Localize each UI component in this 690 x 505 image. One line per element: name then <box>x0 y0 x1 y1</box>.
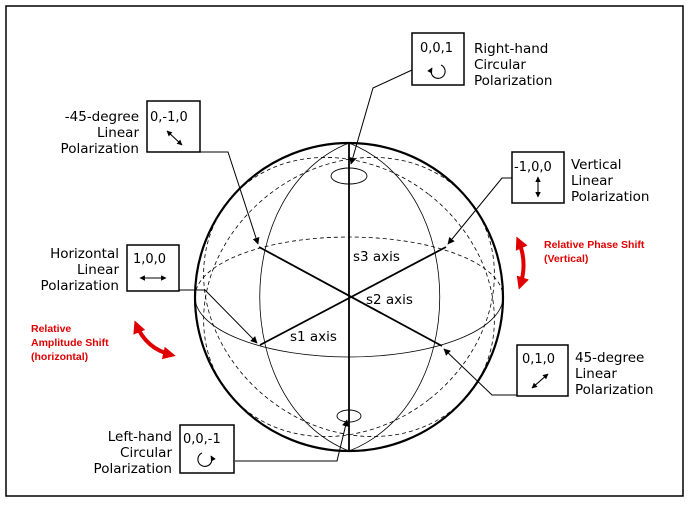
state-label-line3: Polarization <box>571 189 649 205</box>
phase-shift-label-line2: (Vertical) <box>544 253 588 265</box>
state-label-line2: Circular <box>474 57 526 73</box>
state-minus-45-degree-linear: -45-degree Linear Polarization 0,-1,0 <box>61 100 201 157</box>
amplitude-shift-label-line2: Amplitude Shift <box>31 337 109 349</box>
state-horizontal-linear: Horizontal Linear Polarization 1,0,0 <box>41 244 180 294</box>
state-label-line1: 45-degree <box>575 350 644 366</box>
counterclockwise-circle-arrow-icon <box>197 452 216 467</box>
state-box <box>179 424 235 474</box>
state-coordinate: 0,-1,0 <box>150 110 188 125</box>
amplitude-shift-arrow <box>133 320 176 360</box>
state-label-line3: Polarization <box>94 461 172 477</box>
state-box <box>126 244 180 292</box>
meridian-front-left <box>259 142 350 452</box>
amplitude-shift-label-line1: Relative <box>31 323 71 335</box>
meridian-front-right <box>348 142 441 452</box>
state-box <box>411 32 465 86</box>
state-label-line1: Horizontal <box>50 246 119 262</box>
phase-shift-arrow <box>515 236 529 290</box>
amplitude-shift-label-line3: (horizontal) <box>31 351 88 363</box>
state-coordinate: -1,0,0 <box>514 160 552 175</box>
leader-p45 <box>443 348 517 396</box>
s2-axis-label: s2 axis <box>366 292 413 308</box>
meridian-s2 <box>203 157 495 437</box>
leader-lhc <box>235 419 349 462</box>
state-coordinate: 0,0,-1 <box>183 432 221 447</box>
state-coordinate: 0,0,1 <box>420 41 453 56</box>
state-label-line3: Polarization <box>41 278 119 294</box>
state-label-line3: Polarization <box>575 382 653 398</box>
state-label-line2: Linear <box>575 366 617 382</box>
state-label-line1: Left-hand <box>108 429 172 445</box>
state-label-line1: -45-degree <box>65 109 139 125</box>
leader-vert <box>447 177 512 245</box>
state-coordinate: 0,1,0 <box>522 352 555 367</box>
meridian-s1 <box>203 157 495 437</box>
state-coordinate: 1,0,0 <box>133 252 166 267</box>
s2-axis-line <box>259 246 447 346</box>
state-label-line1: Vertical <box>571 157 622 173</box>
state-45-degree-linear: 0,1,0 45-degree Linear Polarization <box>516 344 653 398</box>
state-label-line2: Linear <box>571 173 613 189</box>
leader-rhc <box>349 69 413 165</box>
state-label-line3: Polarization <box>474 73 552 89</box>
leader-lines <box>130 69 517 462</box>
state-label-line3: Polarization <box>61 141 139 157</box>
state-label-line2: Linear <box>77 262 119 278</box>
state-box <box>146 100 201 153</box>
state-label-line1: Right-hand <box>474 41 548 57</box>
state-label-line2: Circular <box>120 445 172 461</box>
state-label-line2: Linear <box>97 125 139 141</box>
phase-shift-label-line1: Relative Phase Shift <box>544 239 645 251</box>
diagonal-double-arrow-icon <box>166 130 183 146</box>
clockwise-circle-arrow-icon <box>427 64 446 79</box>
leader-m45 <box>199 151 260 245</box>
s1-axis-label: s1 axis <box>290 329 337 345</box>
diagonal-double-arrow-icon <box>531 373 549 389</box>
s3-axis-label: s3 axis <box>353 249 400 265</box>
diagram-frame <box>5 5 684 497</box>
leader-horiz <box>130 289 258 344</box>
axes <box>258 143 447 451</box>
state-left-hand-circular: Left-hand Circular Polarization 0,0,-1 <box>94 424 235 477</box>
state-right-hand-circular: 0,0,1 Right-hand Circular Polarization <box>411 32 552 89</box>
state-vertical-linear: -1,0,0 Vertical Linear Polarization <box>511 151 649 205</box>
